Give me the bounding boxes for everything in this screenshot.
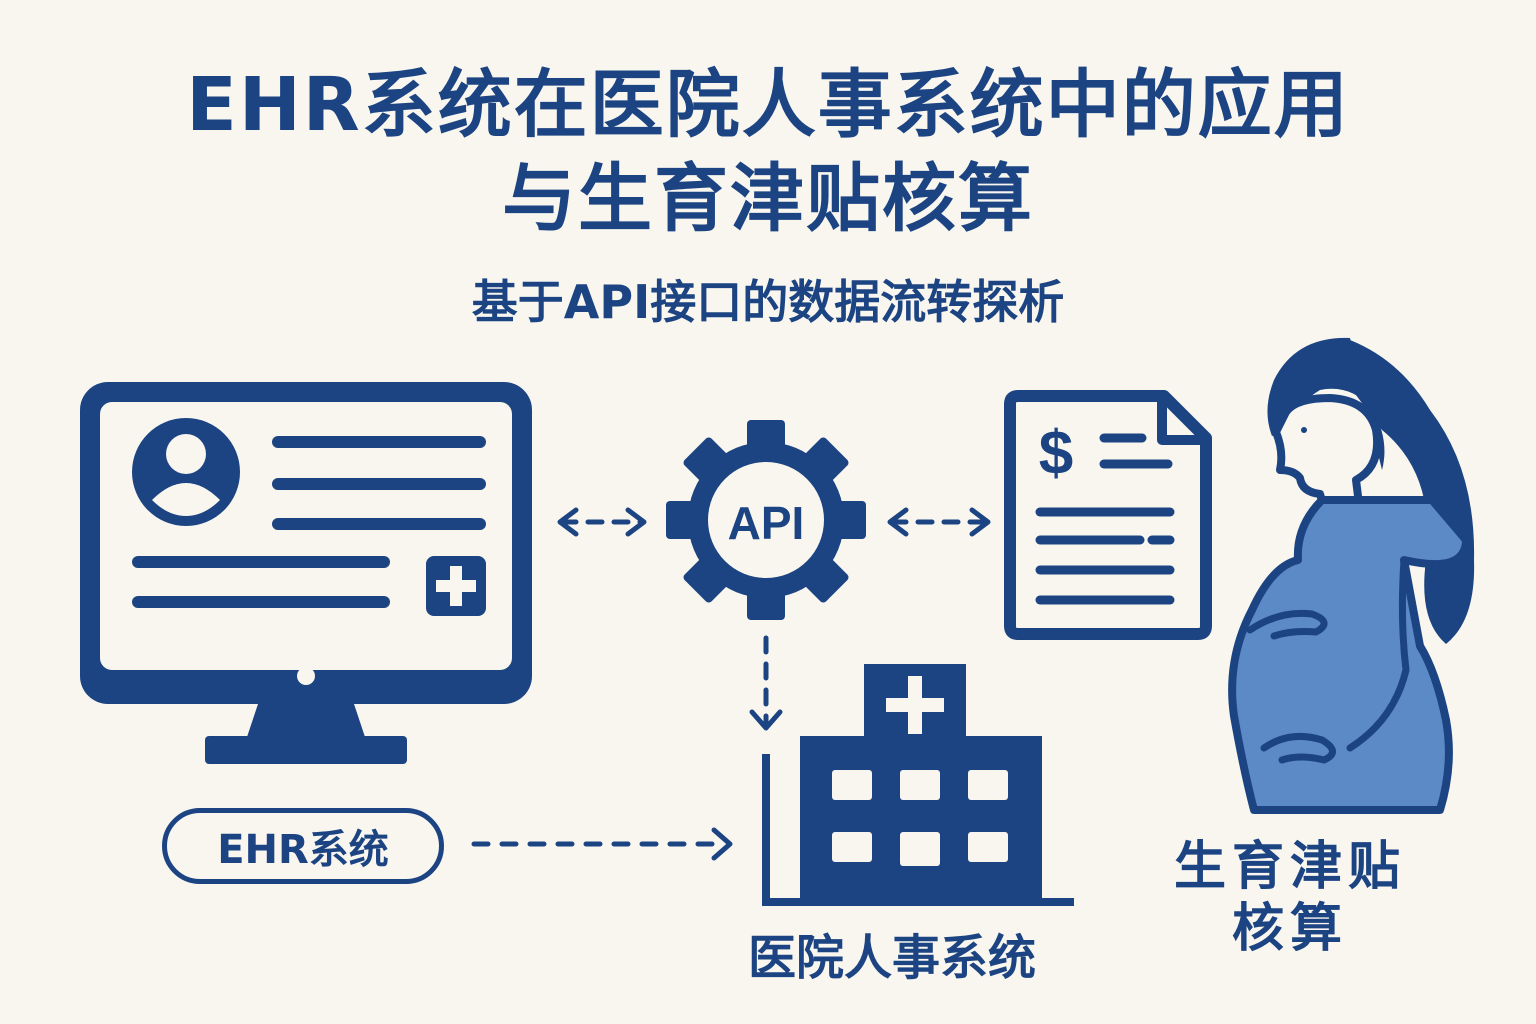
diagram-title: EHR系统在医院人事系统中的应用 与生育津贴核算 [0, 58, 1536, 246]
diagram-subtitle: 基于API接口的数据流转探析 [471, 275, 1065, 329]
medical-plus-icon [426, 556, 486, 616]
invoice-document-icon: $ [1004, 390, 1212, 640]
bidirectional-arrow-icon [887, 507, 991, 537]
dollar-symbol: $ [1039, 419, 1073, 488]
computer-monitor-icon [80, 382, 532, 764]
maternity-allowance-label-line-1: 生育津贴 [1173, 837, 1406, 897]
gear-icon: API [666, 420, 866, 620]
right-arrow-icon [471, 827, 733, 861]
bidirectional-arrow-icon [557, 507, 647, 537]
title-line-2: 与生育津贴核算 [502, 156, 1034, 242]
down-arrow-icon [749, 635, 783, 731]
maternity-allowance-label: 生育津贴 核算 [1160, 836, 1420, 960]
hospital-hr-system-label: 医院人事系统 [748, 930, 1037, 986]
api-label: API [728, 497, 805, 549]
ehr-system-label: EHR系统 [162, 808, 444, 884]
pregnant-woman-icon [1228, 337, 1475, 814]
user-avatar-icon [132, 418, 240, 526]
maternity-allowance-label-line-2: 核算 [1231, 899, 1348, 959]
text-lines [132, 436, 486, 608]
hospital-building-icon [762, 664, 1074, 906]
title-line-1: EHR系统在医院人事系统中的应用 [186, 62, 1350, 148]
